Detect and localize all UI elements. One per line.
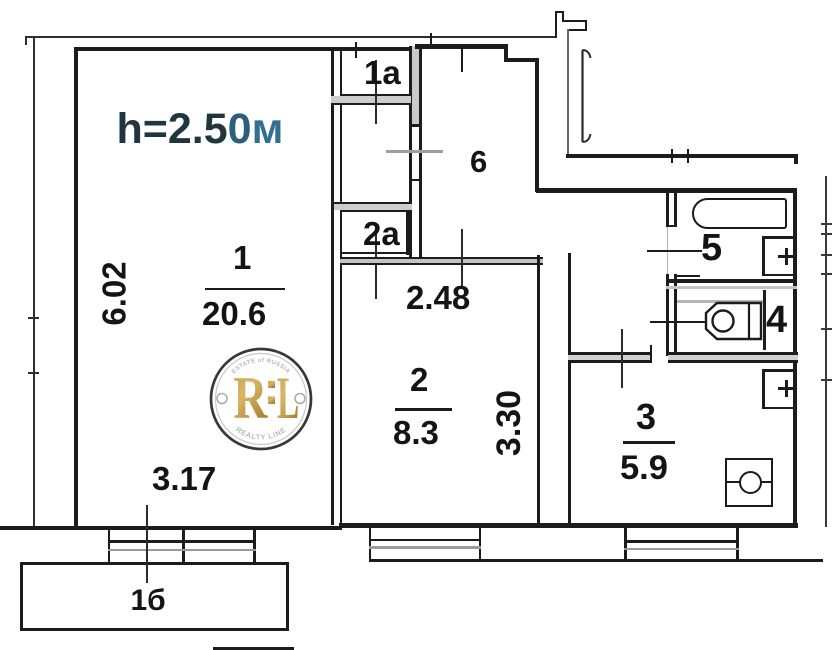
svg-text:R: R (233, 364, 268, 431)
svg-text:L: L (277, 363, 299, 431)
